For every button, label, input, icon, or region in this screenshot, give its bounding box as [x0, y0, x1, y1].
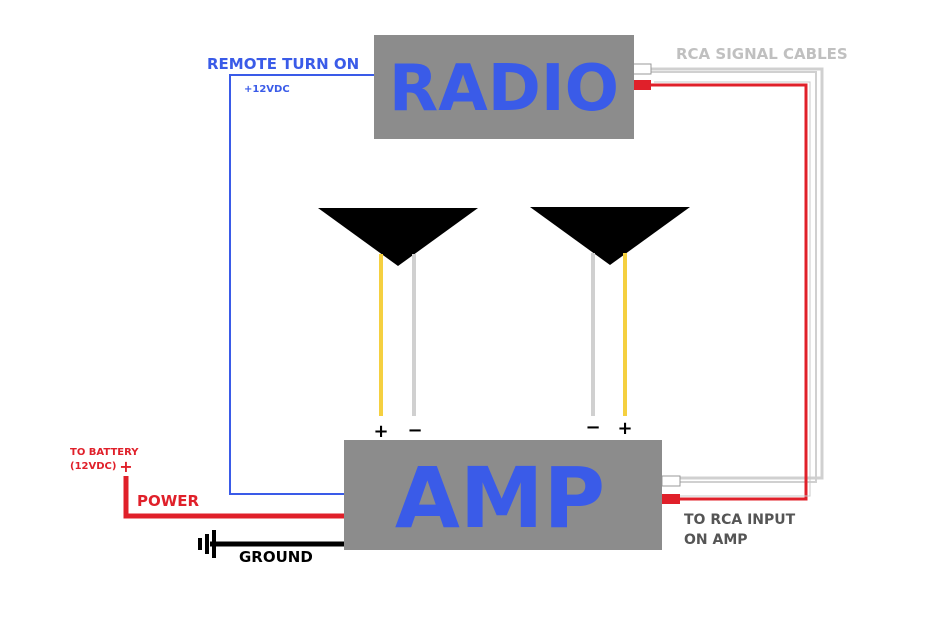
speaker-right-cone — [530, 207, 690, 265]
rca-plug-red-radio — [633, 80, 651, 90]
speaker-left-plus: + — [373, 421, 388, 442]
rca-input-label-line2: ON AMP — [684, 532, 748, 548]
rca-cable-red-outline — [654, 81, 811, 497]
power-wire — [123, 476, 346, 519]
battery-label-line2: (12VDC) — [70, 461, 116, 472]
power-label: POWER — [137, 492, 200, 510]
rca-plug-white-amp — [661, 475, 681, 487]
rca-input-label-line1: TO RCA INPUT — [684, 512, 796, 528]
remote-turn-on-label: REMOTE TURN ON — [207, 55, 359, 73]
amp-label: AMP — [395, 449, 605, 547]
speaker-right-minus: − — [585, 417, 600, 438]
battery-label-line1: TO BATTERY — [70, 447, 139, 458]
rca-cable-white-2 — [650, 71, 817, 483]
remote-voltage-label: +12VDC — [244, 84, 290, 95]
remote-wire — [229, 74, 374, 495]
speaker-right-plus: + — [617, 418, 632, 439]
speaker-left-minus: − — [407, 420, 422, 441]
radio-box — [374, 35, 634, 139]
rca-cable-white — [650, 67, 824, 480]
battery-plus-label: + — [119, 457, 132, 476]
rca-plug-red-amp — [662, 494, 680, 504]
rca-signal-cables-label: RCA SIGNAL CABLES — [676, 45, 848, 63]
ground-label: GROUND — [239, 548, 313, 566]
rca-cable-red — [650, 83, 808, 501]
rca-plug-white-radio — [632, 63, 652, 75]
speaker-left-cone — [318, 208, 478, 266]
amp-box — [344, 440, 662, 550]
ground-symbol-icon — [198, 530, 216, 558]
radio-label: RADIO — [389, 52, 619, 126]
